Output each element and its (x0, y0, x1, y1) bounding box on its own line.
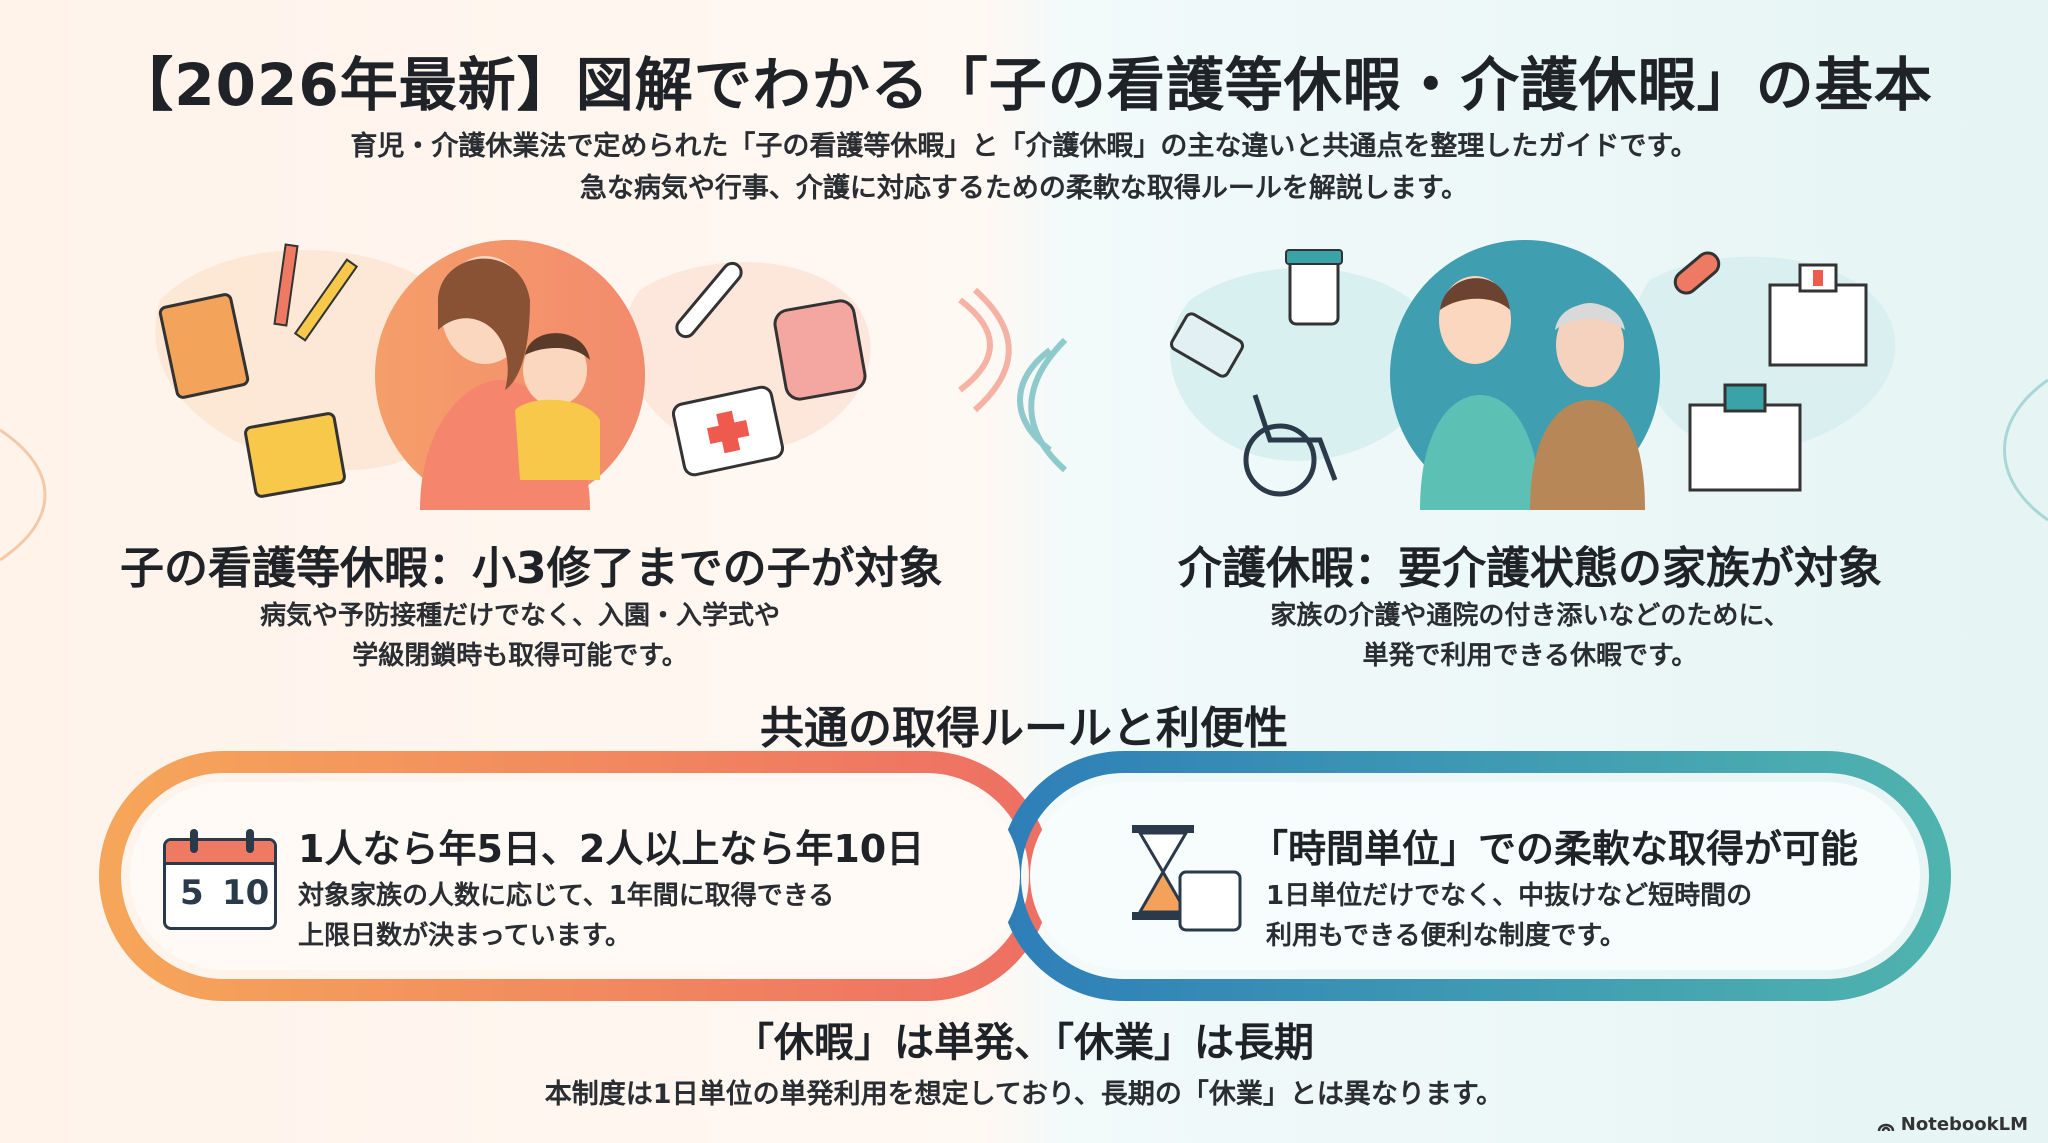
days-limit-desc: 対象家族の人数に応じて、1年間に取得できる 上限日数が決まっています。 (298, 876, 834, 956)
pencil-icon (273, 243, 299, 327)
days-limit-desc-line-2: 上限日数が決まっています。 (298, 921, 632, 951)
common-rules-title: 共通の取得ルールと利便性 (760, 703, 1288, 754)
hourly-leave-desc-line-2: 利用もできる便利な制度です。 (1266, 921, 1626, 951)
backpack-icon (773, 299, 867, 401)
calendar-left-number: 5 (180, 873, 204, 913)
child-care-leave-desc: 病気や予防接種だけでなく、入園・入学式や 学級閉鎖時も取得可能です。 (120, 596, 920, 676)
notebooklm-logo-icon (1877, 1123, 1895, 1131)
pen-icon (293, 258, 359, 342)
notebook-icon (158, 293, 250, 399)
subtitle-line-1: 育児・介護休業法で定められた「子の看護等休暇」と「介護休暇」の主な違いと共通点を… (350, 131, 1698, 162)
wave-decoration (958, 287, 1068, 473)
child-care-leave-desc-line-1: 病気や予防接種だけでなく、入園・入学式や (259, 601, 780, 631)
brand-text: NotebookLM (1900, 1114, 2028, 1135)
rules-loop-band (99, 751, 1951, 1001)
pill-pack-icon (1169, 312, 1245, 378)
child-care-leave-desc-line-2: 学級閉鎖時も取得可能です。 (352, 641, 688, 671)
wheelchair-icon (1243, 394, 1338, 497)
hourglass-icon (1132, 825, 1242, 932)
first-aid-kit-icon (671, 385, 785, 477)
calendar-icon: 5 10 (163, 829, 277, 930)
hospital-icon (1768, 263, 1868, 367)
page-title: 【2026年最新】図解でわかる「子の看護等休暇・介護休暇」の基本 (115, 51, 1933, 119)
corner-swirl-left (0, 428, 47, 562)
caregiver-elder-illustration (1390, 240, 1660, 510)
leave-vs-absence-title: 「休暇」は単発、「休業」は長期 (734, 1020, 1314, 1066)
subtitle-line-2: 急な病気や行事、介護に対応するための柔軟な取得ルールを解説します。 (579, 173, 1469, 204)
days-limit-desc-line-1: 対象家族の人数に応じて、1年間に取得できる (298, 881, 835, 911)
corner-swirl-right (2003, 378, 2048, 522)
days-limit-title: 1人なら年5日、2人以上なら年10日 (298, 827, 925, 871)
calendar-right-number: 10 (222, 873, 270, 913)
nursing-care-leave-desc-line-1: 家族の介護や通院の付き添いなどのために、 (1270, 601, 1790, 631)
nursing-care-leave-desc: 家族の介護や通院の付き添いなどのために、 単発で利用できる休暇です。 (1130, 596, 1930, 676)
nursing-care-leave-desc-line-2: 単発で利用できる休暇です。 (1362, 641, 1698, 671)
capsule-icon (1673, 251, 1721, 295)
thermometer-icon (675, 261, 743, 339)
leave-vs-absence-desc: 本制度は1日単位の単発利用を想定しており、長期の「休業」とは異なります。 (544, 1079, 1504, 1110)
medicine-bottle-icon (1285, 249, 1343, 326)
brand-label: NotebookLM (1877, 1114, 2028, 1135)
hourly-leave-desc-line-1: 1日単位だけでなく、中抜けなど短時間の (1266, 881, 1753, 911)
pencil-cup-icon (244, 412, 346, 498)
right-blob (1170, 267, 1440, 461)
hourly-leave-title: 「時間単位」での柔軟な取得が可能 (1250, 827, 1859, 871)
hourly-leave-desc: 1日単位だけでなく、中抜けなど短時間の 利用もできる便利な制度です。 (1266, 876, 1752, 956)
parent-child-illustration (375, 240, 645, 510)
child-care-leave-heading: 子の看護等休暇：小3修了までの子が対象 (120, 543, 943, 594)
clinic-icon (1688, 383, 1802, 492)
calendar-header (166, 841, 274, 865)
nursing-care-leave-heading: 介護休暇：要介護状態の家族が対象 (1178, 543, 1882, 594)
